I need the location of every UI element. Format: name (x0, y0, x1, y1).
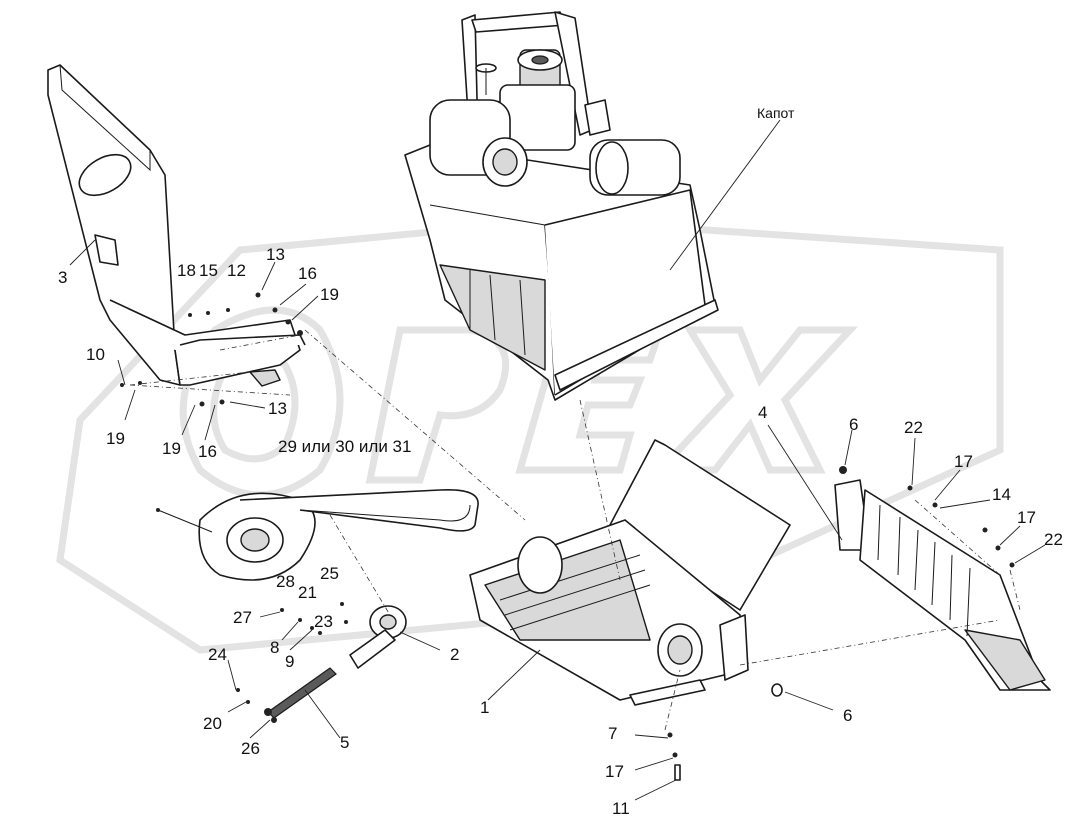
label-part-9: 9 (285, 652, 294, 671)
label-part-19c: 19 (162, 439, 181, 458)
label-part-19a: 19 (320, 285, 339, 304)
label-part-5: 5 (340, 733, 349, 752)
shield-part-right (834, 479, 1051, 691)
label-part-26: 26 (241, 739, 260, 758)
label-part-17a: 17 (954, 452, 973, 471)
drum-assembly-part-1 (469, 439, 791, 706)
label-part-21: 21 (298, 583, 317, 602)
assembly-lines (129, 329, 1021, 731)
label-part-22a: 22 (904, 418, 923, 437)
label-part-3: 3 (58, 268, 67, 287)
label-part-16b: 16 (198, 442, 217, 461)
label-part-16a: 16 (298, 264, 317, 283)
fasteners (188, 292, 1015, 781)
label-part-19b: 19 (106, 429, 125, 448)
engine-assembly (404, 11, 719, 401)
label-part-4: 4 (758, 403, 767, 422)
label-belt-options: 29 или 30 или 31 (278, 437, 411, 456)
label-part-7: 7 (608, 724, 617, 743)
label-part-13a: 13 (266, 245, 285, 264)
label-part-2: 2 (450, 645, 459, 664)
label-kapot: Капот (757, 105, 795, 121)
label-part-17b: 17 (1017, 508, 1036, 527)
label-part-18: 18 (177, 261, 196, 280)
label-part-12: 12 (227, 261, 246, 280)
idler-part-2 (349, 605, 407, 669)
label-part-15: 15 (199, 261, 218, 280)
label-part-11: 11 (612, 799, 630, 818)
label-part-14: 14 (992, 485, 1011, 504)
label-part-6a: 6 (849, 415, 858, 434)
label-part-23: 23 (314, 612, 333, 631)
label-part-20: 20 (203, 714, 222, 733)
label-part-1: 1 (480, 698, 489, 717)
label-part-27: 27 (233, 608, 252, 627)
label-part-8: 8 (270, 638, 279, 657)
label-part-24: 24 (208, 645, 227, 664)
spring-part-5 (264, 667, 337, 719)
label-part-10: 10 (86, 345, 105, 364)
label-part-6b: 6 (843, 706, 852, 725)
label-part-28: 28 (276, 572, 295, 591)
leader-lines (69, 119, 1046, 801)
part-labels: Капот 29 или 30 или 31 1 2 3 4 5 6 6 7 8… (58, 105, 1063, 818)
label-part-25: 25 (320, 564, 339, 583)
label-part-22b: 22 (1044, 530, 1063, 549)
label-part-13b: 13 (268, 399, 287, 418)
drive-belt-assembly (156, 488, 479, 581)
side-panel-part-3 (47, 64, 306, 387)
label-part-17c: 17 (605, 762, 624, 781)
